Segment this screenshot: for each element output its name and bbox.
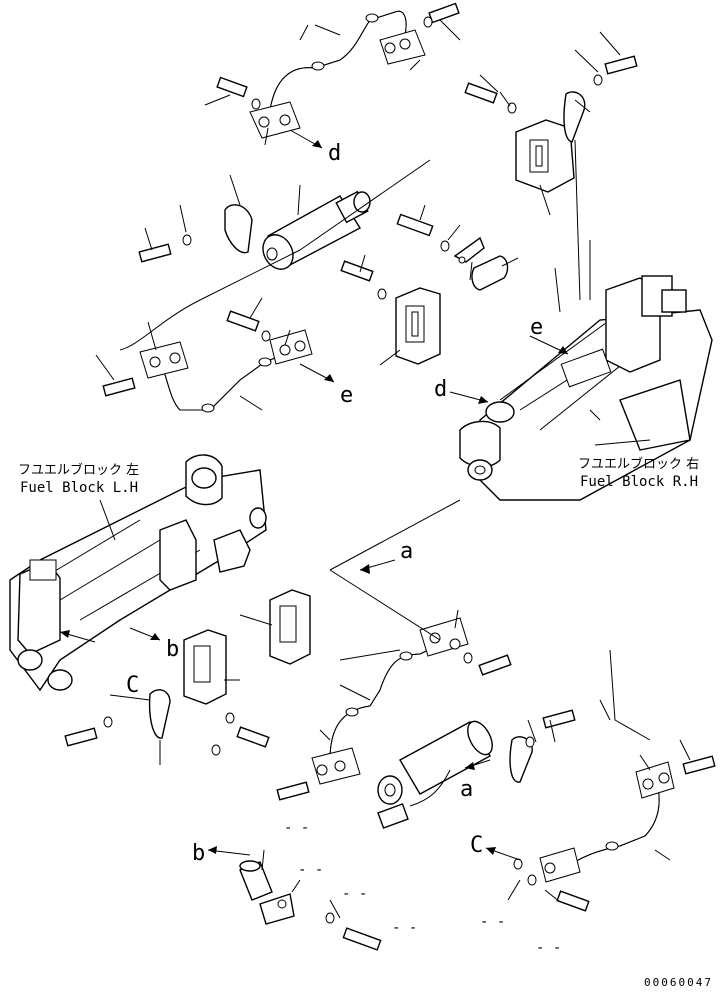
ref-label-e-left: e [340, 383, 353, 408]
dash-mark: - - [342, 886, 367, 902]
drawing-code: 00060047 [644, 976, 713, 989]
fuel-block-lh [9, 454, 267, 692]
upper-fuel-pipe [249, 10, 426, 139]
fuel-block-rh-label-en: Fuel Block R.H [580, 474, 698, 490]
ref-label-d-mid: d [434, 377, 447, 402]
dash-mark: - - [298, 862, 323, 878]
clamp-center [453, 236, 509, 291]
bracket-mid [395, 287, 441, 365]
washer [182, 16, 603, 342]
spacer-lower [239, 860, 295, 925]
fuel-pipe-mid-left [139, 329, 313, 413]
fuel-block-lh-label-en: Fuel Block L.H [20, 480, 138, 496]
fuel-block-rh-label-jp: フユエルブロック 右 [578, 456, 699, 472]
ref-label-c-right: C [470, 833, 483, 858]
bracket-lower-center [148, 589, 311, 739]
fuel-block-rh [459, 275, 713, 501]
ref-label-e-right: e [530, 315, 543, 340]
washer [103, 652, 537, 924]
ref-label-b-lower: b [192, 841, 205, 866]
dash-mark: - - [536, 940, 561, 956]
arrows [59, 129, 569, 861]
fuel-filter-upper [224, 190, 371, 270]
dash-mark: - - [392, 920, 417, 936]
ref-label-a-upper: a [400, 539, 413, 564]
fuel-pipe-lower-right [311, 617, 469, 785]
fuel-pipe-lower-c [539, 761, 675, 883]
fuel-filter-lower [377, 720, 533, 829]
ref-label-d-upper: d [328, 141, 341, 166]
bolt [102, 2, 638, 397]
leader-lines [95, 19, 691, 919]
bolt [64, 654, 716, 951]
dash-mark: - - [480, 914, 505, 930]
dash-mark: - - [284, 820, 309, 836]
ref-label-c-left: C [126, 673, 139, 698]
ref-label-a-lower: a [460, 777, 473, 802]
ref-label-b-left: b [166, 637, 179, 662]
fuel-block-lh-label-jp: フユエルブロック 左 [18, 462, 139, 478]
bracket-upper-right [515, 91, 586, 193]
